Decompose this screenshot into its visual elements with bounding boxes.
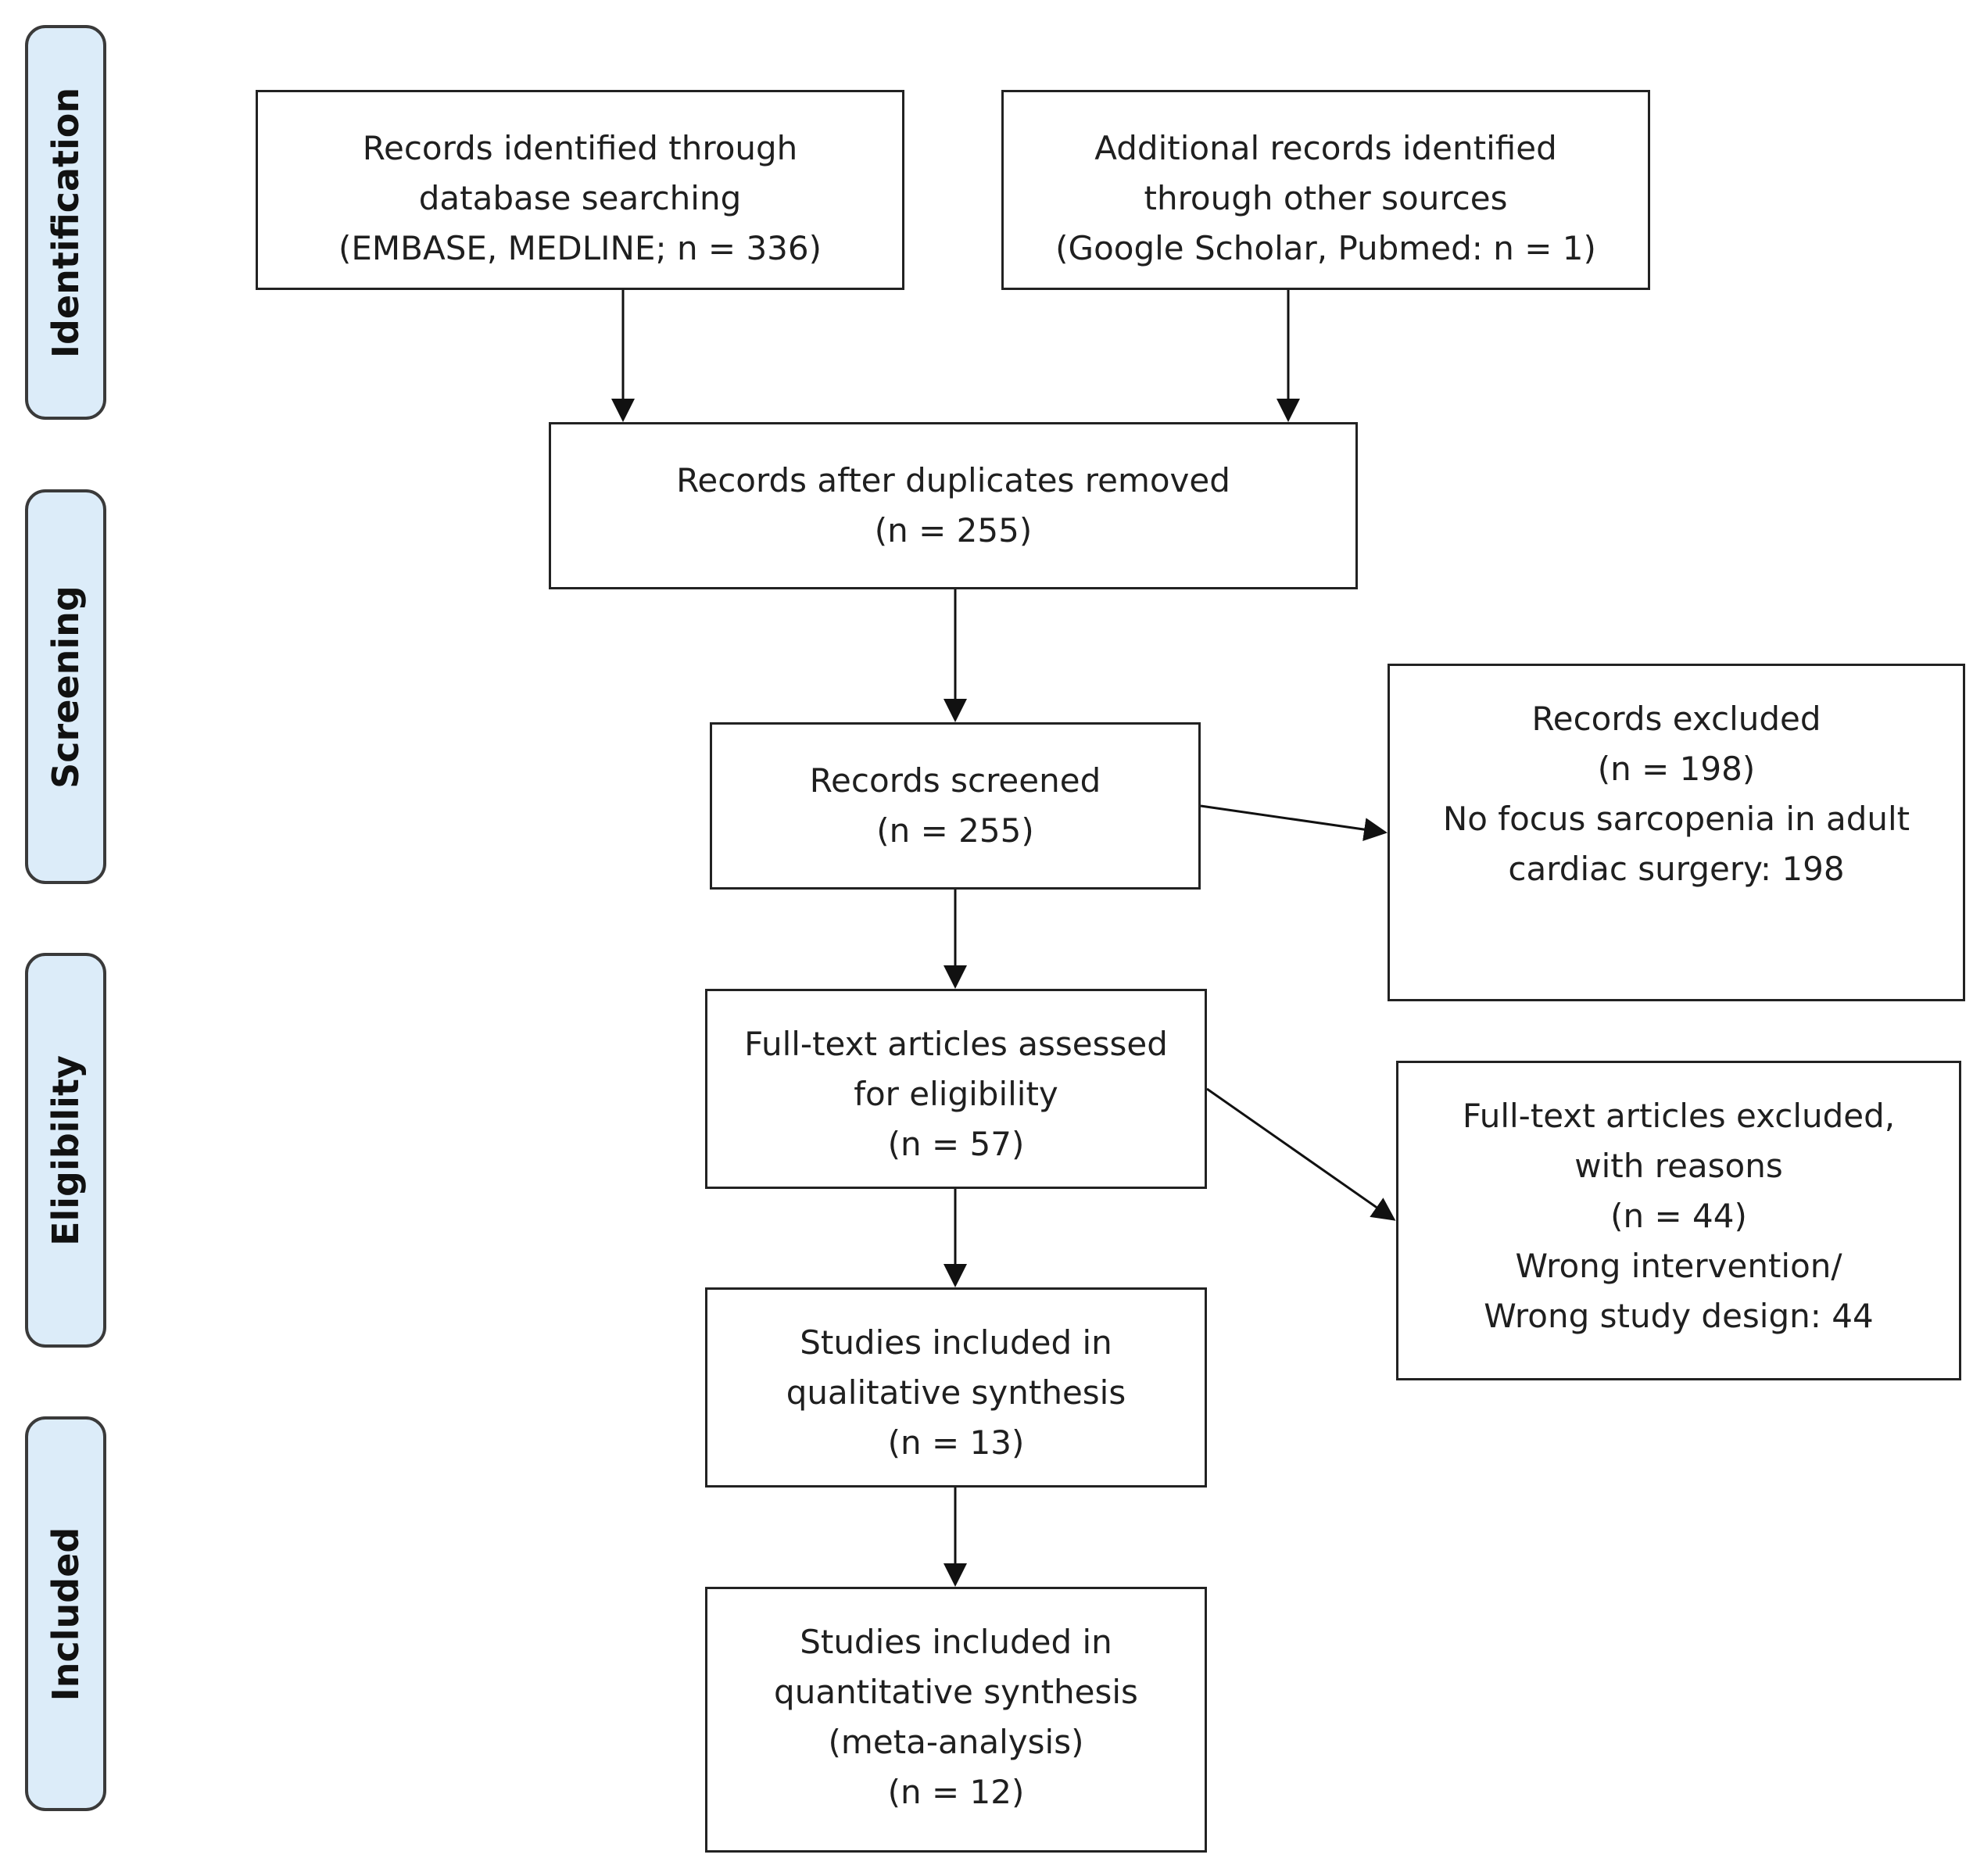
excluded-line2: (n = 198) xyxy=(1597,750,1756,788)
additional-records-line2: through other sources xyxy=(1144,179,1508,217)
excluded-line1: Records excluded xyxy=(1531,700,1821,738)
box-fulltext-assessed: Full-text articles assessed for eligibil… xyxy=(705,989,1207,1189)
phase-screening: Screening xyxy=(25,489,106,884)
box-database-records: Records identified through database sear… xyxy=(256,90,904,290)
fulltext-assessed-line1: Full-text articles assessed xyxy=(744,1025,1168,1063)
phase-eligibility-label: Eligibility xyxy=(45,1054,87,1246)
box-qualitative-synthesis: Studies included in qualitative synthesi… xyxy=(705,1287,1207,1488)
phase-included-label: Included xyxy=(45,1527,87,1701)
fulltext-excluded-line1: Full-text articles excluded, xyxy=(1462,1097,1896,1135)
database-records-line2: database searching xyxy=(418,179,742,217)
qualitative-line1: Studies included in xyxy=(800,1323,1112,1362)
phase-identification-label: Identification xyxy=(45,87,87,358)
phase-screening-label: Screening xyxy=(45,585,87,789)
phase-included: Included xyxy=(25,1416,106,1811)
qualitative-line2: qualitative synthesis xyxy=(786,1373,1126,1412)
quantitative-line2: quantitative synthesis xyxy=(774,1673,1138,1711)
fulltext-excluded-line3: (n = 44) xyxy=(1610,1197,1747,1235)
screened-line1: Records screened xyxy=(809,761,1101,800)
after-duplicates-line1: Records after duplicates removed xyxy=(676,461,1230,499)
arrow-screened-to-excluded xyxy=(1200,804,1388,841)
phase-eligibility: Eligibility xyxy=(25,953,106,1348)
fulltext-excluded-line2: with reasons xyxy=(1574,1147,1783,1185)
box-after-duplicates: Records after duplicates removed (n = 25… xyxy=(549,422,1358,589)
after-duplicates-line2: (n = 255) xyxy=(874,511,1033,550)
box-fulltext-excluded: Full-text articles excluded, with reason… xyxy=(1396,1061,1961,1380)
box-additional-records: Additional records identified through ot… xyxy=(1001,90,1650,290)
arrow-fulltext-to-excluded xyxy=(1206,1087,1396,1221)
screened-line2: (n = 255) xyxy=(876,811,1034,850)
quantitative-line4: (n = 12) xyxy=(887,1773,1025,1811)
box-screened: Records screened (n = 255) xyxy=(710,722,1201,890)
fulltext-assessed-line3: (n = 57) xyxy=(887,1125,1025,1163)
fulltext-assessed-line2: for eligibility xyxy=(854,1075,1058,1113)
quantitative-line3: (meta-analysis) xyxy=(828,1723,1084,1761)
qualitative-line3: (n = 13) xyxy=(887,1423,1025,1462)
box-records-excluded: Records excluded (n = 198) No focus sarc… xyxy=(1388,664,1965,1001)
additional-records-line1: Additional records identified xyxy=(1094,129,1557,167)
database-records-line1: Records identified through xyxy=(362,129,798,167)
box-quantitative-synthesis: Studies included in quantitative synthes… xyxy=(705,1587,1207,1853)
additional-records-line3: (Google Scholar, Pubmed: n = 1) xyxy=(1055,229,1596,267)
fulltext-excluded-line5: Wrong study design: 44 xyxy=(1484,1297,1874,1335)
excluded-line3: No focus sarcopenia in adult xyxy=(1442,800,1910,838)
phase-identification: Identification xyxy=(25,25,106,420)
quantitative-line1: Studies included in xyxy=(800,1623,1112,1661)
fulltext-excluded-line4: Wrong intervention/ xyxy=(1515,1247,1842,1285)
excluded-line4: cardiac surgery: 198 xyxy=(1508,850,1845,888)
database-records-line3: (EMBASE, MEDLINE; n = 336) xyxy=(338,229,822,267)
